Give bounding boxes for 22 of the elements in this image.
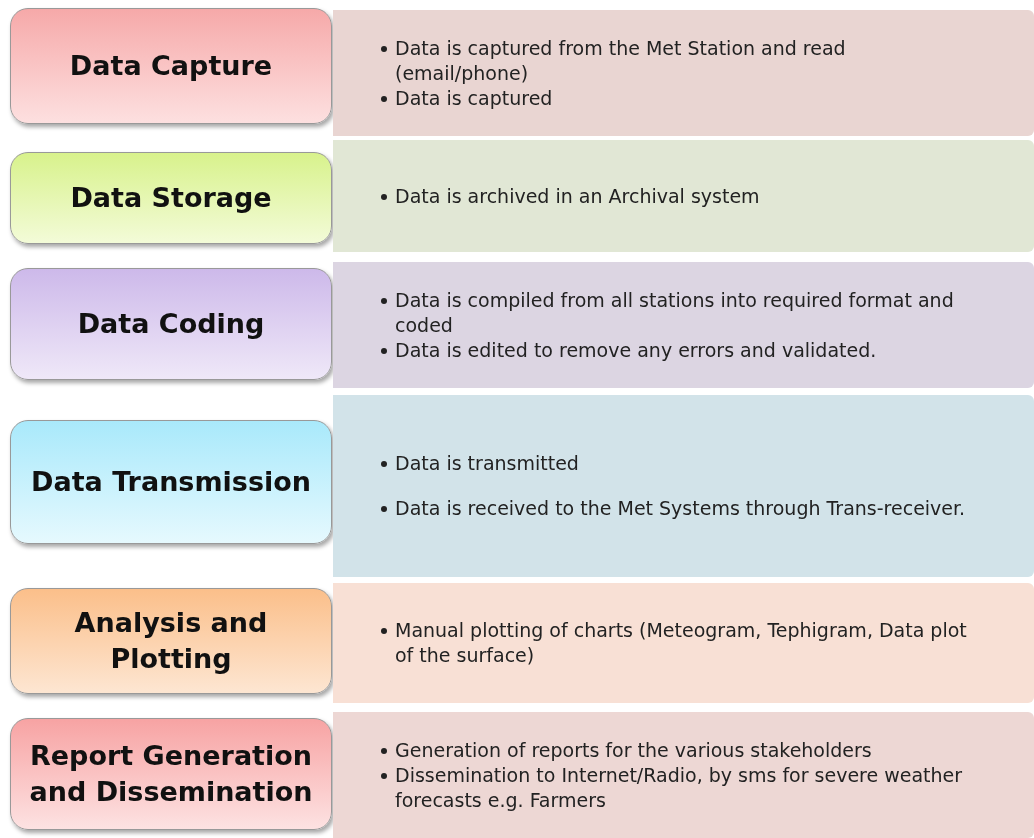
bullet-text: Data is captured from the Met Station and read (email/phone) (395, 36, 846, 84)
description-panel (333, 395, 1034, 577)
stage-box: Report Generation and Dissemination (10, 718, 332, 830)
bullet-text: Dissemination to Internet/Radio, by sms for severe weather forecasts e.g. Farmers (395, 763, 963, 811)
bullet-text: Data is received to the Met Systems through Trans-receiver. (395, 497, 966, 519)
bullet-text: Data is archived in an Archival system (395, 184, 760, 207)
bullet-text: Data is captured (395, 86, 553, 109)
description-panel (333, 140, 1034, 252)
stage-box: Data Capture (10, 8, 332, 124)
bullet-text: Generation of reports for the various stakeholders (395, 738, 872, 761)
stage-box: Data Transmission (10, 420, 332, 544)
bullet-text: Manual plotting of charts (Meteogram, Tephigram, Data plot of the surface) (395, 619, 967, 666)
stage-box: Analysis and Plotting (10, 588, 332, 694)
description-panel (333, 10, 1034, 136)
description-panel (333, 712, 1034, 838)
bullet-text: Data is transmitted (395, 452, 579, 474)
bullet-text: Data is compiled from all stations into required format and coded (395, 288, 954, 336)
stage-box: Data Coding (10, 268, 332, 380)
description-panel (333, 583, 1034, 703)
description-panel (333, 262, 1034, 388)
stage-box: Data Storage (10, 152, 332, 244)
bullet-text: Data is edited to remove any errors and validated. (395, 338, 877, 361)
